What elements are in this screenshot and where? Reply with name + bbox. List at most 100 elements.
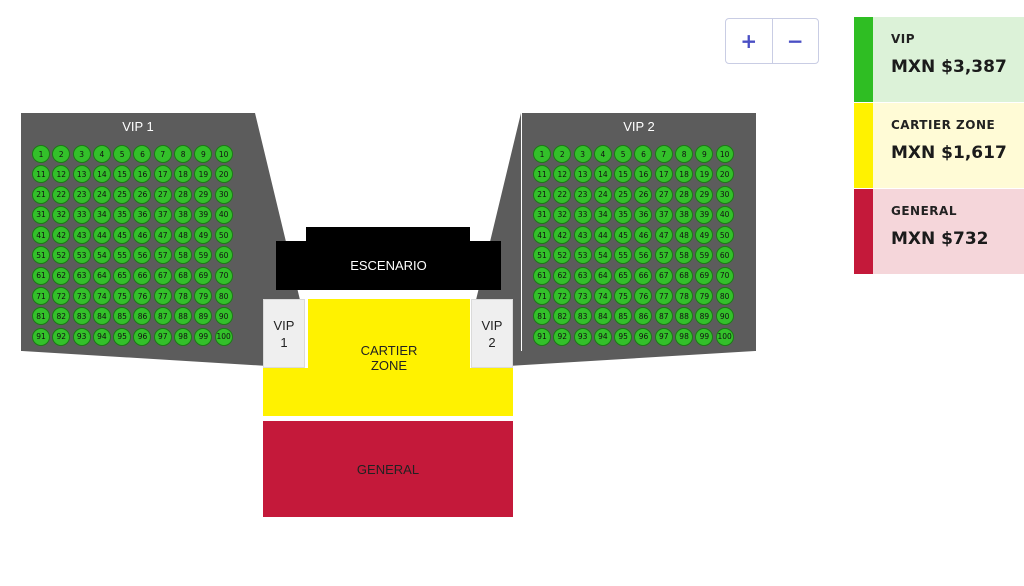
seat[interactable]: 25 — [113, 185, 132, 204]
seat[interactable]: 20 — [214, 165, 233, 184]
seat[interactable]: 18 — [174, 165, 193, 184]
seat[interactable]: 49 — [194, 226, 213, 245]
seat[interactable]: 11 — [32, 165, 50, 184]
seat[interactable]: 73 — [573, 287, 592, 306]
seat[interactable]: 31 — [32, 205, 50, 224]
seat[interactable]: 7 — [654, 145, 673, 163]
seat[interactable]: 80 — [715, 287, 734, 306]
seat[interactable]: 95 — [614, 327, 633, 346]
seat[interactable]: 81 — [32, 307, 50, 326]
seat[interactable]: 20 — [715, 165, 734, 184]
seat[interactable]: 74 — [92, 287, 111, 306]
seat[interactable]: 14 — [92, 165, 111, 184]
seat[interactable]: 1 — [533, 145, 551, 163]
seat[interactable]: 22 — [52, 185, 71, 204]
seat[interactable]: 50 — [715, 226, 734, 245]
seat[interactable]: 36 — [634, 205, 653, 224]
seat[interactable]: 2 — [553, 145, 572, 163]
seat[interactable]: 9 — [695, 145, 714, 163]
seat[interactable]: 29 — [194, 185, 213, 204]
seat[interactable]: 72 — [553, 287, 572, 306]
seat[interactable]: 82 — [52, 307, 71, 326]
seat[interactable]: 8 — [675, 145, 694, 163]
seat[interactable]: 15 — [113, 165, 132, 184]
seat[interactable]: 39 — [695, 205, 714, 224]
seat[interactable]: 83 — [573, 307, 592, 326]
seat[interactable]: 41 — [533, 226, 551, 245]
seat[interactable]: 78 — [174, 287, 193, 306]
seat[interactable]: 65 — [614, 266, 633, 285]
seat[interactable]: 8 — [174, 145, 193, 163]
zoom-in-button[interactable]: + — [740, 29, 758, 53]
seat[interactable]: 37 — [153, 205, 172, 224]
seat[interactable]: 78 — [675, 287, 694, 306]
seat[interactable]: 34 — [92, 205, 111, 224]
seat[interactable]: 77 — [654, 287, 673, 306]
seat[interactable]: 70 — [715, 266, 734, 285]
seat[interactable]: 95 — [113, 327, 132, 346]
seat[interactable]: 55 — [113, 246, 132, 265]
seat[interactable]: 4 — [593, 145, 612, 163]
seat[interactable]: 33 — [72, 205, 91, 224]
vip2-standing-area[interactable]: VIP 2 — [471, 299, 513, 368]
seat[interactable]: 16 — [634, 165, 653, 184]
seat[interactable]: 21 — [533, 185, 551, 204]
seat[interactable]: 57 — [654, 246, 673, 265]
seat[interactable]: 13 — [72, 165, 91, 184]
zoom-out-button[interactable]: − — [771, 19, 819, 63]
seat[interactable]: 60 — [715, 246, 734, 265]
seat[interactable]: 75 — [113, 287, 132, 306]
seat[interactable]: 79 — [695, 287, 714, 306]
seat[interactable]: 15 — [614, 165, 633, 184]
seat[interactable]: 47 — [654, 226, 673, 245]
seat[interactable]: 96 — [133, 327, 152, 346]
seat[interactable]: 48 — [174, 226, 193, 245]
seat[interactable]: 23 — [573, 185, 592, 204]
seat[interactable]: 86 — [133, 307, 152, 326]
seat[interactable]: 66 — [133, 266, 152, 285]
seat[interactable]: 48 — [675, 226, 694, 245]
seat[interactable]: 32 — [52, 205, 71, 224]
seat[interactable]: 41 — [32, 226, 50, 245]
seat[interactable]: 28 — [174, 185, 193, 204]
seat[interactable]: 46 — [634, 226, 653, 245]
seat[interactable]: 59 — [194, 246, 213, 265]
seat[interactable]: 91 — [533, 327, 551, 346]
seat[interactable]: 43 — [72, 226, 91, 245]
seat[interactable]: 27 — [654, 185, 673, 204]
seat[interactable]: 97 — [153, 327, 172, 346]
seat[interactable]: 98 — [675, 327, 694, 346]
seat[interactable]: 67 — [153, 266, 172, 285]
seat[interactable]: 58 — [174, 246, 193, 265]
seat[interactable]: 83 — [72, 307, 91, 326]
seat[interactable]: 31 — [533, 205, 551, 224]
seat[interactable]: 94 — [92, 327, 111, 346]
seat[interactable]: 76 — [133, 287, 152, 306]
seat[interactable]: 94 — [593, 327, 612, 346]
seat[interactable]: 68 — [174, 266, 193, 285]
seat[interactable]: 12 — [52, 165, 71, 184]
seat[interactable]: 16 — [133, 165, 152, 184]
seat[interactable]: 46 — [133, 226, 152, 245]
seat[interactable]: 6 — [133, 145, 152, 163]
seat[interactable]: 24 — [593, 185, 612, 204]
seat[interactable]: 89 — [695, 307, 714, 326]
seat[interactable]: 100 — [214, 327, 233, 346]
seat[interactable]: 40 — [214, 205, 233, 224]
seat[interactable]: 84 — [593, 307, 612, 326]
seat[interactable]: 44 — [92, 226, 111, 245]
seat[interactable]: 54 — [92, 246, 111, 265]
seat[interactable]: 40 — [715, 205, 734, 224]
seat[interactable]: 25 — [614, 185, 633, 204]
seat[interactable]: 71 — [32, 287, 50, 306]
seat[interactable]: 5 — [113, 145, 132, 163]
seat[interactable]: 9 — [194, 145, 213, 163]
seat[interactable]: 59 — [695, 246, 714, 265]
seat[interactable]: 44 — [593, 226, 612, 245]
seat[interactable]: 29 — [695, 185, 714, 204]
seat[interactable]: 63 — [72, 266, 91, 285]
seat[interactable]: 60 — [214, 246, 233, 265]
seat[interactable]: 72 — [52, 287, 71, 306]
seat[interactable]: 90 — [214, 307, 233, 326]
seat[interactable]: 67 — [654, 266, 673, 285]
